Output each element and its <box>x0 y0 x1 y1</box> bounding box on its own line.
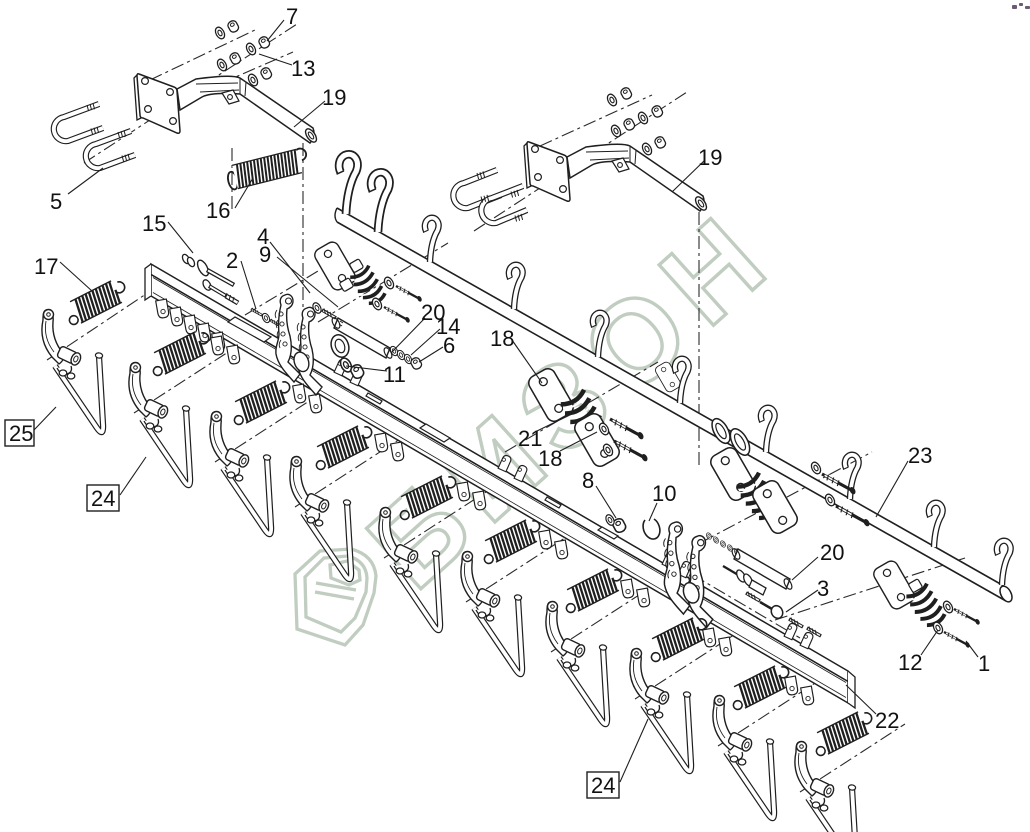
svg-text:25: 25 <box>9 421 33 446</box>
svg-text:23: 23 <box>908 443 932 468</box>
svg-text:7: 7 <box>286 4 298 29</box>
svg-text:5: 5 <box>50 189 62 214</box>
svg-text:21: 21 <box>518 426 542 451</box>
svg-text:14: 14 <box>436 314 460 339</box>
svg-text:19: 19 <box>322 85 346 110</box>
svg-text:1: 1 <box>978 651 990 676</box>
svg-text:20: 20 <box>820 540 844 565</box>
svg-text:4: 4 <box>257 224 269 249</box>
svg-text:8: 8 <box>582 468 594 493</box>
svg-text:18: 18 <box>538 446 562 471</box>
svg-text:20: 20 <box>421 300 445 325</box>
svg-text:15: 15 <box>142 211 166 236</box>
svg-text:10: 10 <box>652 481 676 506</box>
svg-text:18: 18 <box>490 326 514 351</box>
svg-text:9: 9 <box>259 242 271 267</box>
svg-text:24: 24 <box>591 773 615 798</box>
svg-text:16: 16 <box>206 198 230 223</box>
svg-text:24: 24 <box>91 486 115 511</box>
svg-text:11: 11 <box>383 362 406 387</box>
svg-text:3: 3 <box>817 576 829 601</box>
svg-text:12: 12 <box>898 650 922 675</box>
svg-text:17: 17 <box>34 254 58 279</box>
svg-text:6: 6 <box>443 333 455 358</box>
svg-text:19: 19 <box>698 145 722 170</box>
svg-text:2: 2 <box>226 248 238 273</box>
svg-text:22: 22 <box>875 708 899 733</box>
svg-text:13: 13 <box>291 56 315 81</box>
